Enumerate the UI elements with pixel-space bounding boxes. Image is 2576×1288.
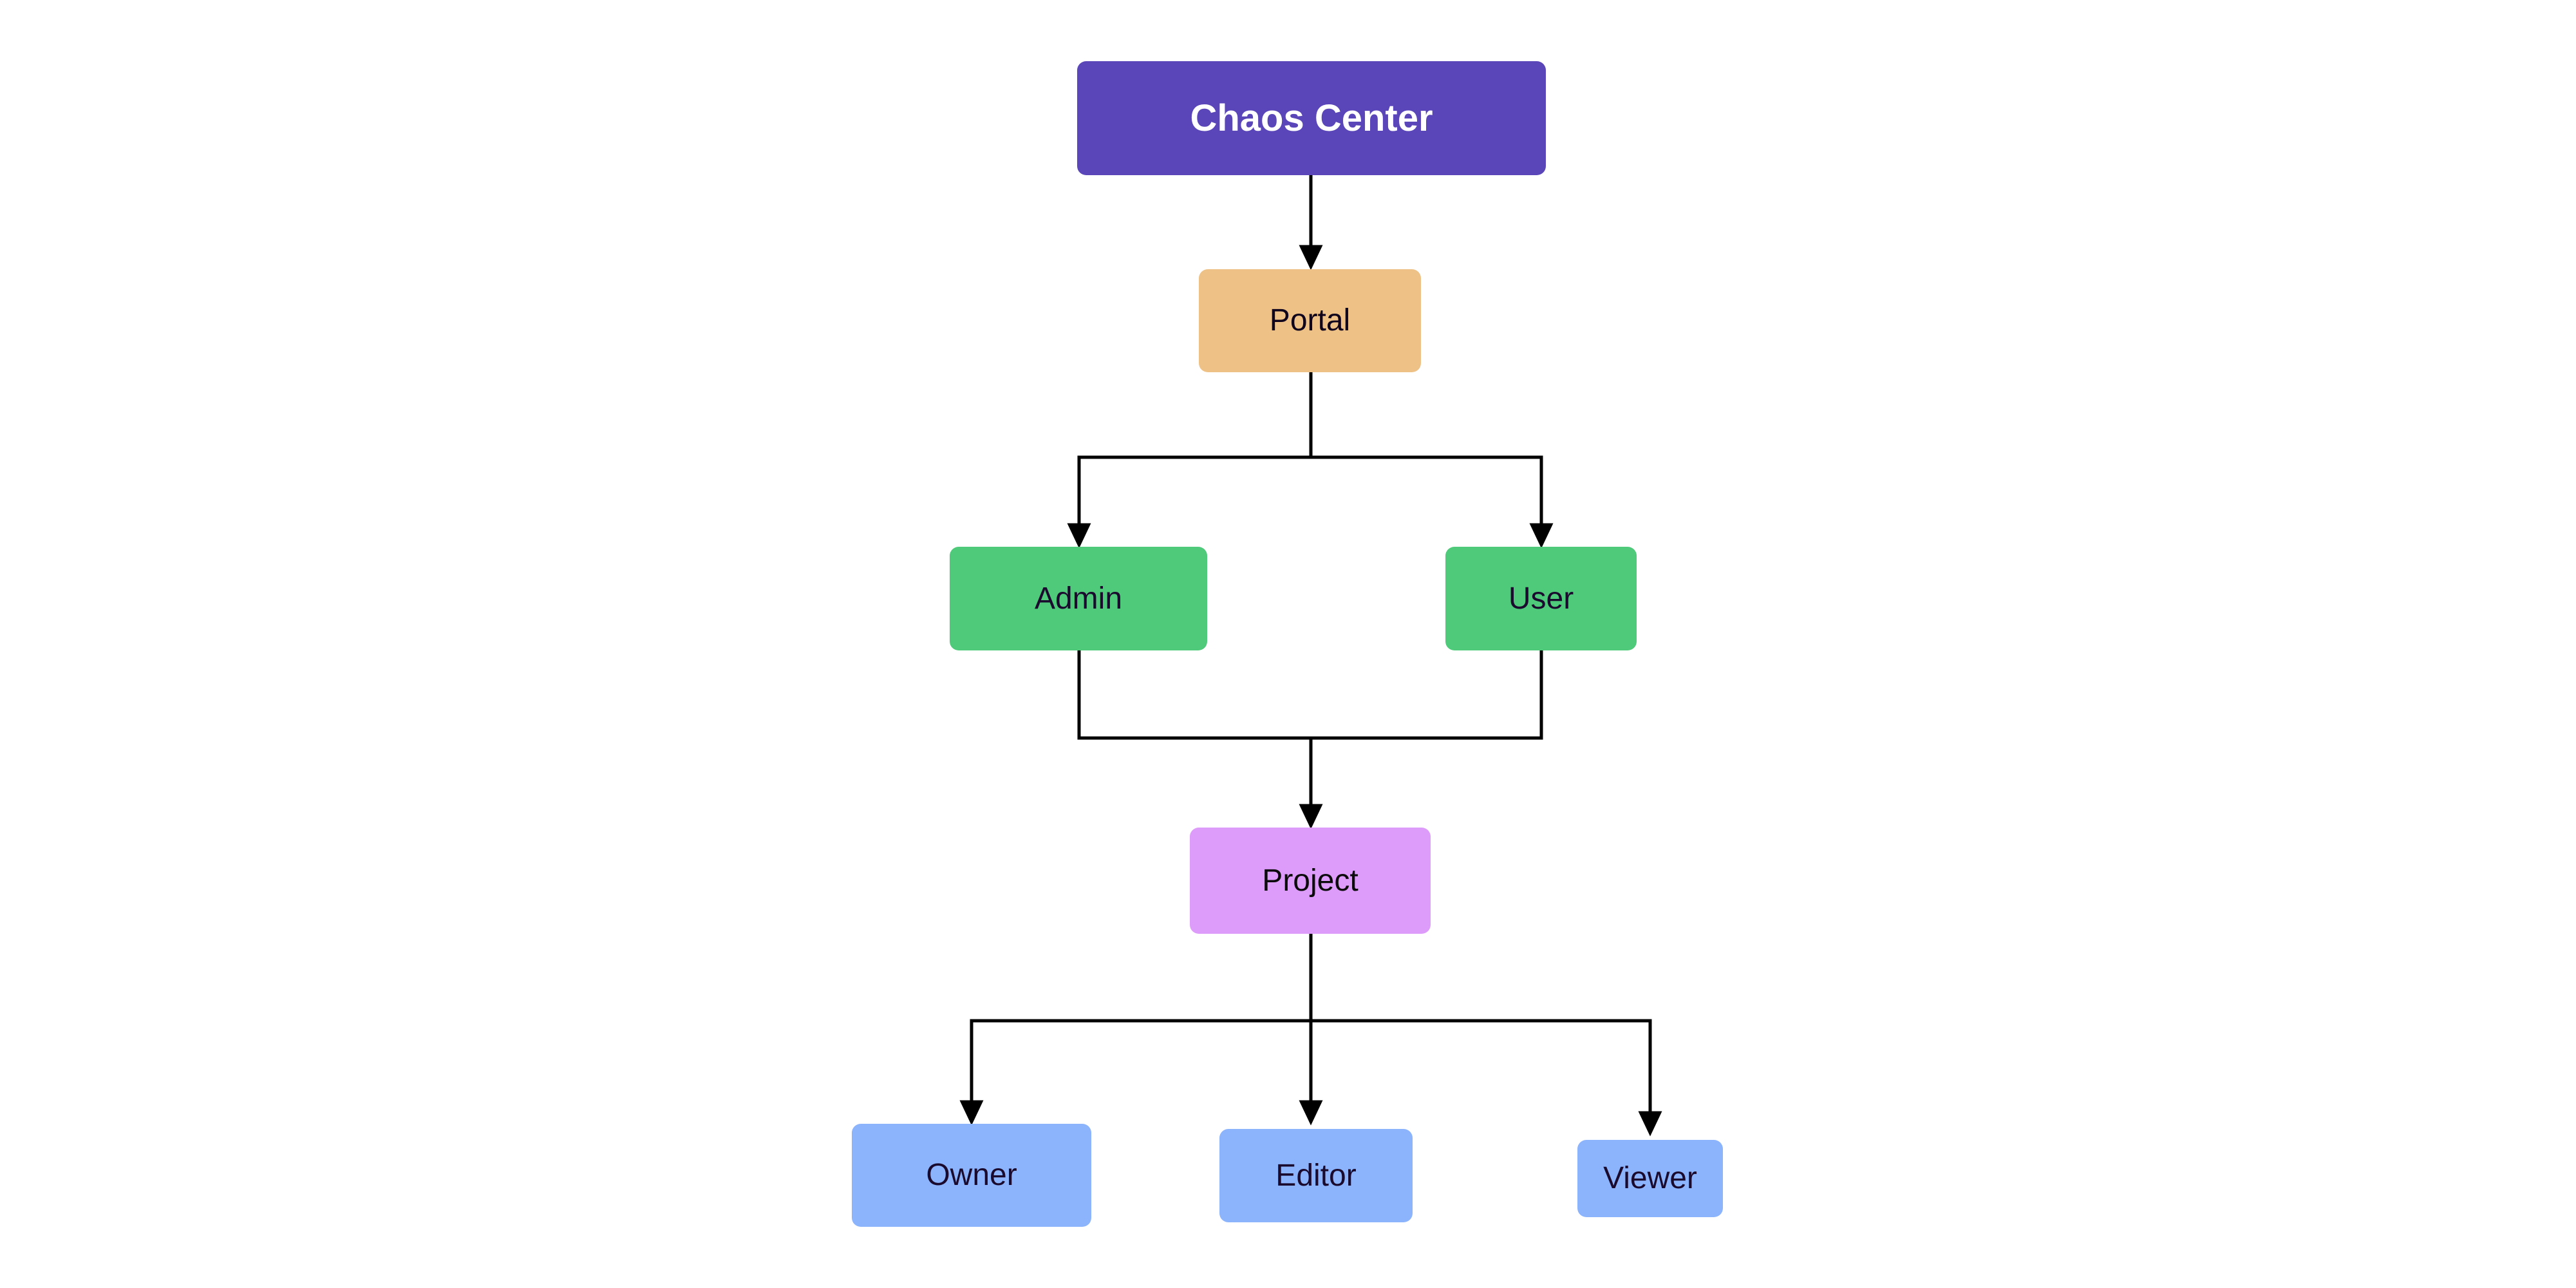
- node-editor-label: Editor: [1275, 1158, 1357, 1193]
- edge-portal-to-admin: [1067, 372, 1313, 549]
- node-owner-label: Owner: [926, 1158, 1017, 1192]
- edge-project-to-owner: [959, 934, 1313, 1126]
- node-admin-label: Admin: [1034, 581, 1123, 616]
- node-viewer[interactable]: Viewer: [1577, 1140, 1723, 1217]
- node-project[interactable]: Project: [1190, 828, 1431, 934]
- node-owner[interactable]: Owner: [852, 1124, 1091, 1227]
- node-editor[interactable]: Editor: [1219, 1129, 1413, 1222]
- edge-user-to-project: [1311, 650, 1543, 740]
- node-project-label: Project: [1262, 863, 1359, 898]
- node-chaos-center[interactable]: Chaos Center: [1077, 61, 1546, 175]
- node-admin[interactable]: Admin: [950, 547, 1207, 650]
- edge-admin-to-project: [1077, 650, 1311, 740]
- edge-project-to-viewer: [1309, 934, 1662, 1137]
- node-portal[interactable]: Portal: [1199, 269, 1421, 372]
- node-viewer-label: Viewer: [1603, 1161, 1697, 1195]
- node-user[interactable]: User: [1445, 547, 1637, 650]
- node-user-label: User: [1508, 581, 1574, 616]
- edge-portal-to-user: [1309, 372, 1554, 549]
- node-portal-label: Portal: [1269, 303, 1351, 337]
- node-chaos-center-label: Chaos Center: [1190, 97, 1433, 139]
